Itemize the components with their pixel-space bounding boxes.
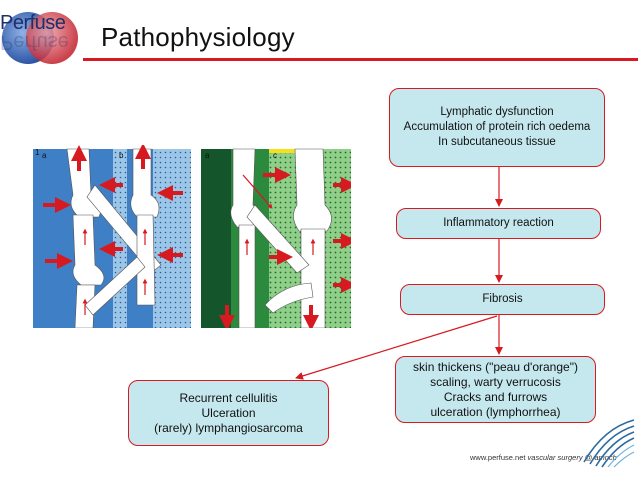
footer-site: www.perfuse.net [470,453,526,462]
box1-line-1: Lymphatic dysfunction [440,106,554,118]
footer-credit-text: vascular surgery @ amnch [527,453,617,462]
box-inflammatory-reaction: Inflammatory reaction [396,208,601,239]
swirl-logo-icon [580,418,636,468]
box-lymphatic-dysfunction: Lymphatic dysfunction Accumulation of pr… [389,88,605,167]
page-title: Pathophysiology [101,22,295,52]
box5-line-1: Recurrent cellulitis [179,390,278,405]
footer-credit: www.perfuse.net vascular surgery @ amnch [470,453,617,462]
lymphatic-illustration: 1 a b a c [33,143,357,331]
box1-line-2: Accumulation of protein rich oedema [403,121,591,133]
perfuse-logo: Perfuse Perfuse [0,8,82,66]
box4-line-3: Cracks and furrows [443,389,548,404]
panel-label-a-left: a [42,151,47,160]
box-complications: Recurrent cellulitis Ulceration (rarely)… [128,380,329,446]
panel-label-1: 1 [35,148,40,157]
arrow-3-to-5 [295,315,498,380]
box1-line-3: In subcutaneous tissue [438,136,556,148]
box3-line-1: Fibrosis [482,293,523,305]
panel-label-c: c [273,151,277,160]
box4-line-1: skin thickens ("peau d'orange") [413,359,578,374]
box5-line-2: Ulceration [201,405,256,420]
box4-line-4: ulceration (lymphorrhea) [430,404,561,419]
box2-line-1: Inflammatory reaction [443,217,554,229]
panel-label-b: b [119,151,124,160]
box5-line-3: (rarely) lymphangiosarcoma [154,420,303,435]
title-underline [83,58,638,61]
box4-line-2: scaling, warty verrucosis [430,374,561,389]
panel-label-a-right: a [205,151,210,160]
box-fibrosis: Fibrosis [400,284,605,315]
logo-text: Perfuse [0,12,66,34]
box-skin-changes: skin thickens ("peau d'orange") scaling,… [395,356,596,423]
